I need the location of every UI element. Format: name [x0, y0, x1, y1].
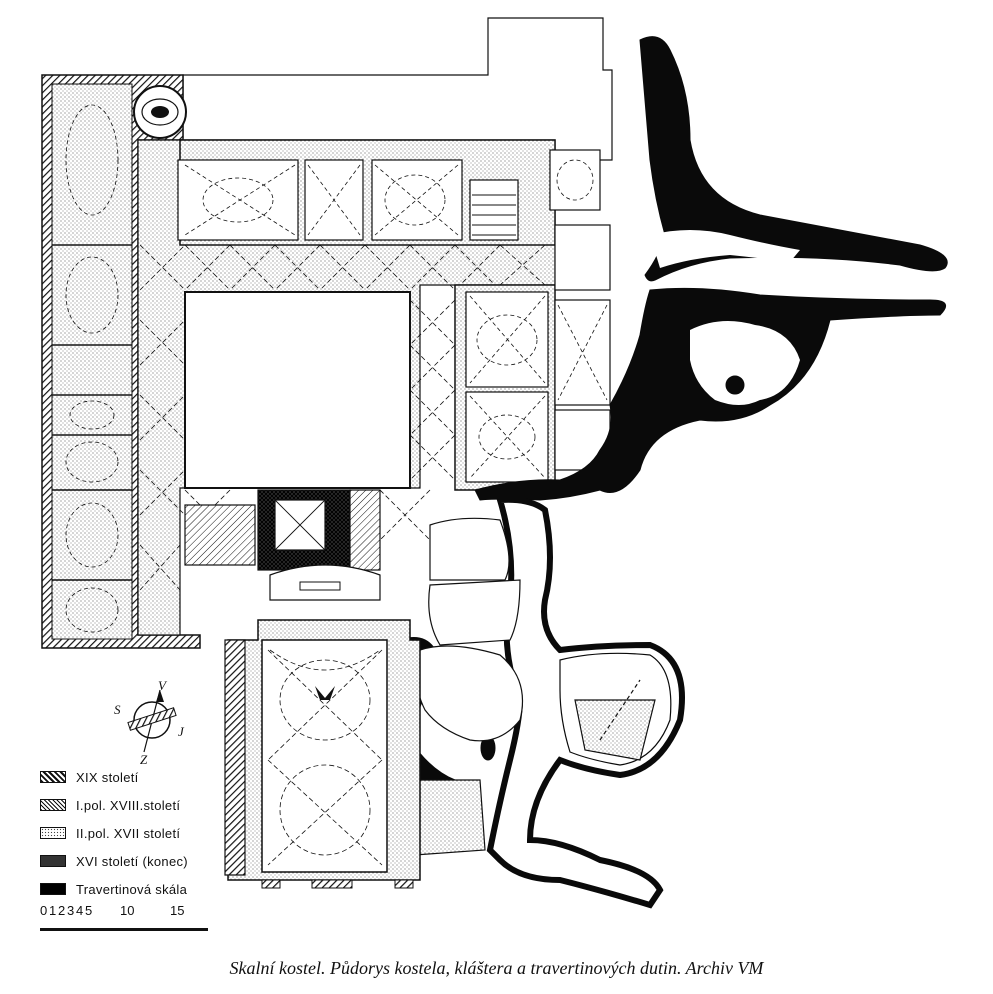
legend-label: Travertinová skála	[76, 881, 188, 897]
scale-tick-label: 3	[67, 903, 75, 918]
legend-swatch-hatch-dense	[40, 771, 66, 783]
legend-item: Travertinová skála	[40, 880, 187, 898]
compass-west-label: S	[114, 702, 121, 717]
scale-bar	[40, 928, 208, 931]
north-outline	[182, 17, 613, 161]
scale-tick-label: 2	[58, 903, 66, 918]
compass-south-label: Z	[140, 752, 148, 767]
church-nave	[224, 564, 421, 889]
cloister-corridor	[137, 139, 556, 636]
scale-tick-label: 10	[120, 903, 135, 918]
compass-east-label: J	[178, 724, 184, 739]
legend-swatch-stipple	[40, 827, 66, 839]
legend-item: XIX století	[40, 768, 139, 786]
scale-tick-label: 1	[49, 903, 57, 918]
legend-swatch-cross	[40, 855, 66, 867]
legend-label: I.pol. XVIII.století	[76, 797, 181, 813]
legend-label: XIX století	[76, 769, 139, 785]
legend-label: XVI století (konec)	[76, 853, 188, 869]
spiral-staircase	[133, 85, 187, 139]
legend-item: I.pol. XVIII.století	[40, 796, 180, 814]
crossing-block	[184, 489, 381, 571]
scale-tick-label: 0	[40, 903, 48, 918]
legend-label: II.pol. XVII století	[76, 825, 181, 841]
legend-swatch-hatch-light	[40, 799, 66, 811]
scale-tick-label: 4	[76, 903, 84, 918]
scale-tick-label: 5	[85, 903, 93, 918]
figure-caption: Skalní kostel. Půdorys kostela, kláštera…	[229, 958, 764, 978]
compass-north-label: V	[158, 678, 166, 693]
west-wing	[41, 74, 201, 649]
north-rooms	[177, 139, 601, 246]
cave-rooms	[414, 517, 656, 856]
legend-item: II.pol. XVII století	[40, 824, 180, 842]
legend-swatch-solid	[40, 883, 66, 895]
compass	[127, 689, 177, 753]
scale-tick-label: 15	[170, 903, 185, 918]
legend-item: XVI století (konec)	[40, 852, 188, 870]
